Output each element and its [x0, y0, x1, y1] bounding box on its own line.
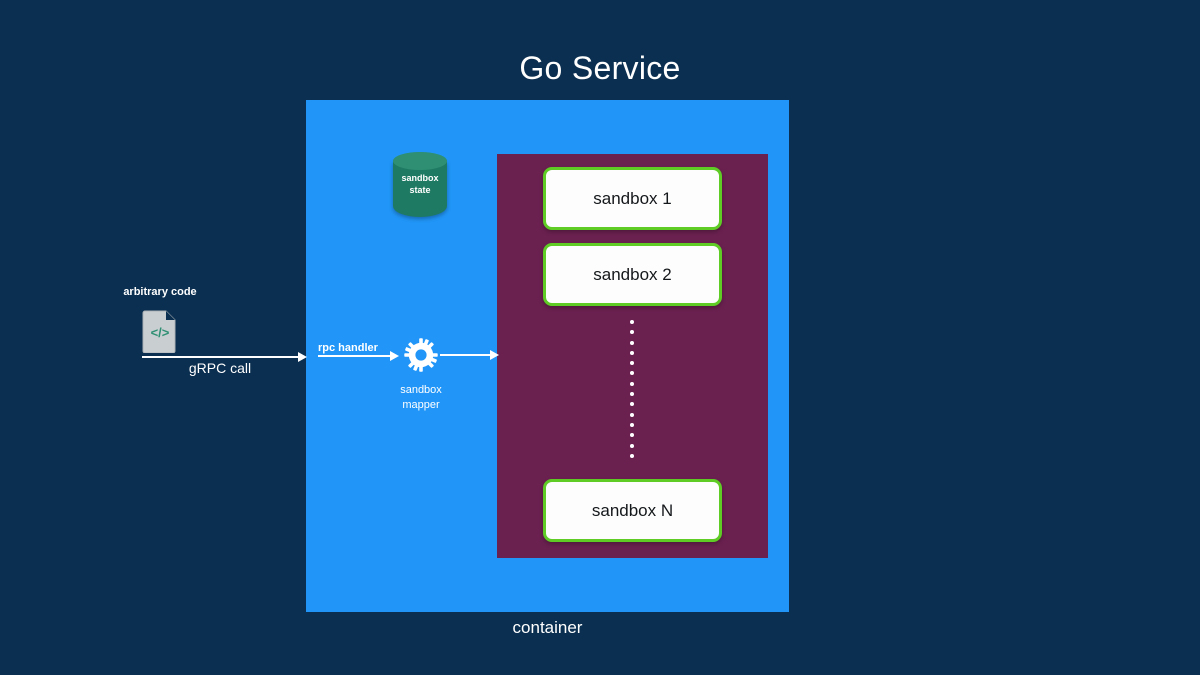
grpc-call-label: gRPC call [188, 360, 252, 376]
sandbox-card-1[interactable]: sandbox 1 [543, 167, 722, 230]
database-label-line1: sandbox [401, 173, 439, 183]
ellipsis-dot [630, 443, 634, 448]
ellipsis-dot [630, 412, 634, 417]
ellipsis-dot [630, 361, 634, 366]
svg-text:</>: </> [151, 325, 170, 340]
code-file-icon: </> [142, 310, 176, 353]
ellipsis-dot [630, 330, 634, 335]
ellipsis-dot [630, 340, 634, 345]
sandbox-card-label: sandbox N [591, 500, 674, 520]
sandbox-card-2[interactable]: sandbox 2 [543, 243, 722, 306]
sandbox-mapper-label: sandbox mapper [376, 383, 466, 413]
sandbox-card-label: sandbox 2 [593, 264, 672, 284]
ellipsis-dot [630, 371, 634, 376]
ellipsis-dot [630, 433, 634, 438]
sandbox-card-label: sandbox 1 [593, 188, 672, 208]
ellipsis-dot [630, 392, 634, 397]
rpc-handler-arrow-line [318, 355, 394, 357]
cylinder-top-ellipse [393, 152, 447, 170]
sandbox-card-n[interactable]: sandbox N [543, 479, 722, 542]
vertical-ellipsis-icon [629, 320, 635, 458]
rpc-handler-arrow-head [390, 351, 399, 361]
rpc-handler-label: rpc handler [318, 342, 378, 354]
arbitrary-code-label: arbitrary code [123, 286, 197, 298]
ellipsis-dot [630, 422, 634, 427]
grpc-call-arrow-line [142, 356, 300, 358]
sandbox-mapper-label-line1: sandbox [400, 384, 442, 396]
ellipsis-dot [630, 453, 634, 458]
cylinder-body [393, 161, 447, 217]
ellipsis-dot [630, 350, 634, 355]
mapper-to-pool-arrow-head [490, 350, 499, 360]
container-label: container [512, 618, 583, 637]
database-label: sandbox state [393, 172, 447, 196]
ellipsis-dot [630, 320, 634, 324]
ellipsis-dot [630, 402, 634, 407]
database-cylinder-icon: sandbox state [393, 152, 447, 220]
ellipsis-dot [630, 381, 634, 386]
page-title: Go Service [519, 50, 681, 86]
database-label-line2: state [409, 185, 431, 195]
mapper-to-pool-arrow-line [440, 354, 494, 356]
gear-icon[interactable] [404, 338, 438, 372]
grpc-call-arrow-head [298, 352, 307, 362]
sandbox-mapper-label-line2: mapper [402, 399, 440, 411]
